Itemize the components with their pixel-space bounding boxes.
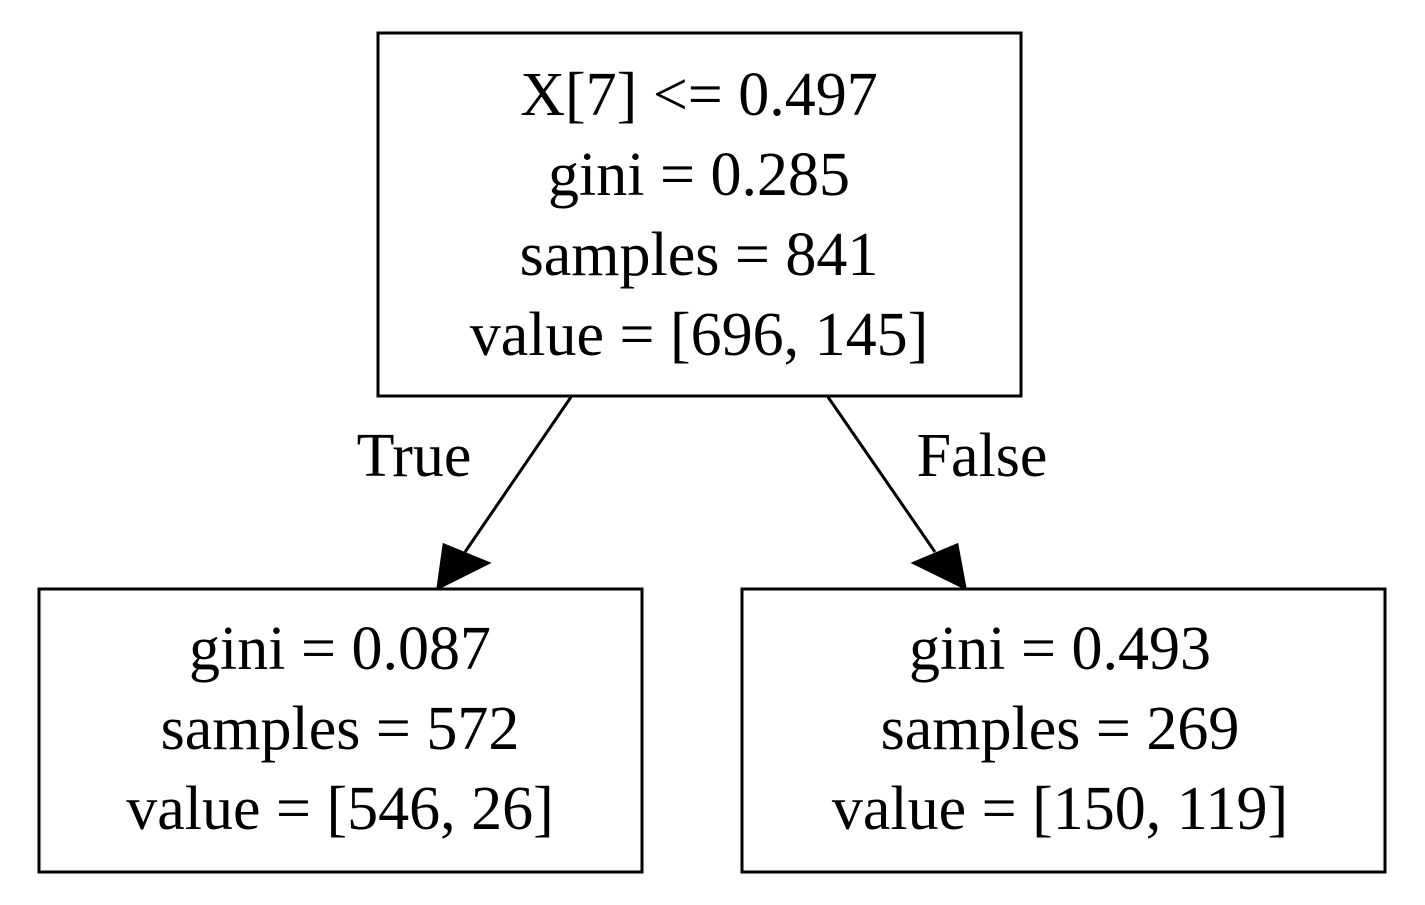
root-value: value = [696, 145] (470, 301, 929, 369)
root-gini: gini = 0.285 (548, 141, 850, 209)
false-edge-line (826, 396, 937, 553)
right-leaf-gini: gini = 0.493 (909, 615, 1211, 683)
false-edge: False (826, 396, 1048, 591)
left-leaf-value: value = [546, 26] (126, 775, 554, 843)
right-leaf-value: value = [150, 119] (832, 775, 1288, 843)
left-leaf-box (37, 587, 644, 874)
right-leaf-box (740, 587, 1387, 874)
root-split-condition: X[7] <= 0.497 (520, 61, 878, 129)
left-leaf-node: gini = 0.087 samples = 572 value = [546,… (37, 587, 644, 874)
right-leaf-samples: samples = 269 (881, 695, 1240, 763)
root-samples: samples = 841 (520, 221, 879, 289)
true-edge-arrowhead (436, 542, 492, 591)
false-edge-label: False (917, 422, 1048, 490)
false-edge-arrowhead (910, 542, 968, 591)
true-edge-line (463, 396, 573, 553)
root-node: X[7] <= 0.497 gini = 0.285 samples = 841… (376, 31, 1023, 398)
root-node-box (376, 31, 1023, 398)
true-edge: True (357, 396, 573, 591)
right-leaf-node: gini = 0.493 samples = 269 value = [150,… (740, 587, 1387, 874)
true-edge-label: True (357, 422, 472, 490)
left-leaf-samples: samples = 572 (161, 695, 520, 763)
left-leaf-gini: gini = 0.087 (189, 615, 491, 683)
